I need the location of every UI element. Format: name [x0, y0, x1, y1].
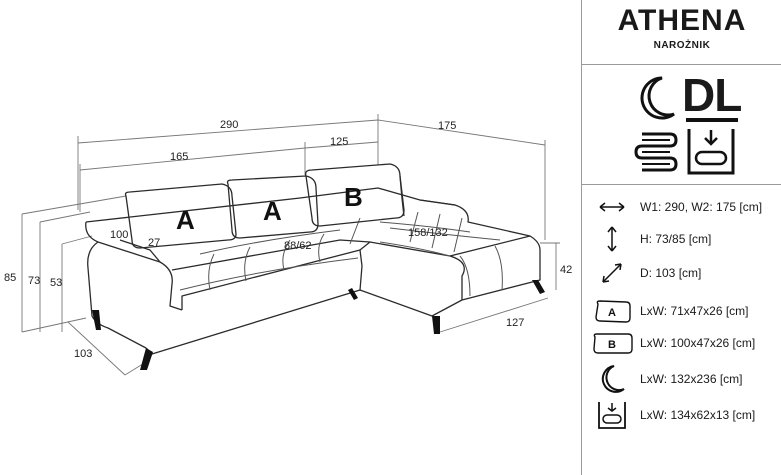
sleep-function-moon-icon — [640, 76, 675, 120]
sleeping-area-moon-icon — [601, 365, 625, 393]
cushion-b-icon: B — [593, 333, 633, 354]
spec-depth: D: 103 [cm] — [582, 258, 781, 288]
dl-mechanism-label: DL — [682, 69, 742, 121]
dim-seat-depth: 100 — [110, 229, 128, 241]
dim-seat-section: 165 — [170, 151, 188, 163]
product-type: NAROŻNIK — [653, 40, 711, 51]
cushion-label-3: B — [344, 182, 363, 212]
sofa-technical-drawing: A A B 290 175 165 125 85 73 53 103 100 2… — [4, 114, 572, 376]
cushion-b — [304, 163, 405, 227]
dim-arm-width: 27 — [148, 237, 160, 249]
storage-box-icon — [598, 402, 626, 429]
dim-chaise-width: 175 — [438, 120, 456, 132]
spec-storage-text: LxW: 134x62x13 [cm] — [640, 408, 756, 422]
back-cushions — [124, 163, 405, 249]
dim-arm-height: 53 — [50, 277, 62, 289]
spec-width: W1: 290, W2: 175 [cm] — [582, 192, 781, 222]
dimension-lines — [21, 114, 560, 376]
svg-text:A: A — [608, 307, 616, 319]
dim-back-height: 73 — [28, 275, 40, 287]
spec-sleeping-area-text: LxW: 132x236 [cm] — [640, 372, 743, 386]
spec-panel: ATHENA NAROŻNIK DL W1: 290, W2: 175 [cm]… — [581, 0, 781, 475]
cushion-a-icon: A — [595, 300, 631, 323]
feature-icons: DL — [582, 66, 781, 184]
dim-chaise-height: 42 — [560, 264, 572, 276]
height-arrow-icon — [607, 226, 617, 252]
cushion-a-middle — [226, 175, 319, 239]
cushion-a-left — [124, 183, 237, 249]
cushion-label-1: A — [176, 205, 195, 235]
spec-sleeping-area: LxW: 132x236 [cm] — [582, 364, 781, 394]
width-arrow-icon — [599, 202, 625, 212]
dim-chaise-section: 125 — [330, 136, 348, 148]
spec-height: H: 73/85 [cm] — [582, 224, 781, 254]
divider — [582, 184, 781, 185]
sofa-outline — [85, 187, 545, 370]
spring-coil-icon — [634, 132, 678, 172]
spec-storage: LxW: 134x62x13 [cm] — [582, 400, 781, 430]
spec-cushion-b: B LxW: 100x47x26 [cm] — [582, 328, 781, 358]
spec-depth-text: D: 103 [cm] — [640, 266, 702, 280]
spec-width-text: W1: 290, W2: 175 [cm] — [640, 200, 763, 214]
svg-text:B: B — [608, 339, 616, 351]
dim-chaise-inner: 158/132 — [408, 227, 448, 239]
dim-total-height: 85 — [4, 272, 16, 284]
dim-total-width: 290 — [220, 119, 238, 131]
product-name: ATHENA — [617, 4, 747, 37]
depth-arrow-icon — [602, 263, 622, 283]
spec-cushion-a-text: LxW: 71x47x26 [cm] — [640, 304, 749, 318]
tufting-pattern — [179, 211, 503, 297]
dim-depth: 103 — [74, 348, 92, 360]
cushion-label-2: A — [263, 196, 282, 226]
spec-cushion-a: A LxW: 71x47x26 [cm] — [582, 296, 781, 326]
dim-seat-inner: 88/62 — [284, 240, 312, 252]
dim-chaise-depth: 127 — [506, 317, 524, 329]
divider — [582, 64, 781, 65]
spec-cushion-b-text: LxW: 100x47x26 [cm] — [640, 336, 756, 350]
spec-height-text: H: 73/85 [cm] — [640, 232, 712, 246]
dl-underline — [686, 118, 738, 122]
storage-container-icon — [687, 129, 735, 175]
